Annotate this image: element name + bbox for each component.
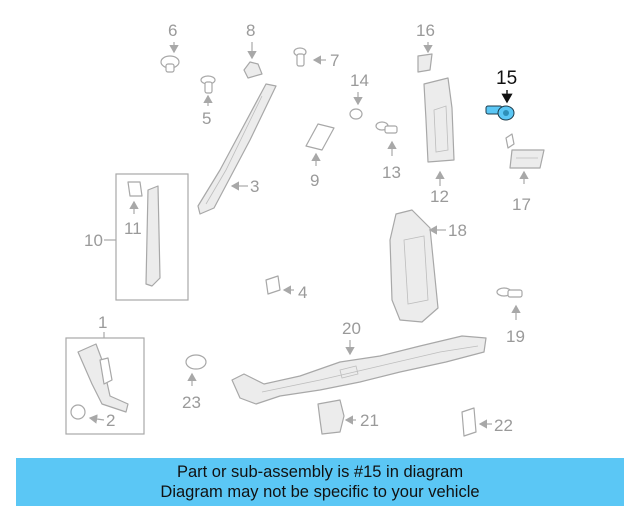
callout-11: 11: [124, 219, 142, 238]
callout-12: 12: [430, 187, 449, 206]
part-22-clip[interactable]: 22: [461, 407, 513, 437]
part-17-badge[interactable]: 17: [505, 133, 545, 214]
callout-21: 21: [360, 411, 379, 430]
callout-19: 19: [506, 327, 525, 346]
callout-16: 16: [416, 21, 435, 40]
part-12-pillar-upper[interactable]: 12: [423, 77, 455, 206]
part-1-group[interactable]: 1 2: [65, 313, 145, 435]
part-10-group[interactable]: 10 11: [84, 173, 189, 301]
callout-13: 13: [382, 163, 401, 182]
callout-8: 8: [246, 21, 255, 40]
callout-4: 4: [298, 283, 307, 302]
callout-14: 14: [350, 71, 369, 90]
part-18-pillar-lower[interactable]: 18: [389, 209, 467, 323]
part-15-screw[interactable]: 15: [485, 68, 517, 121]
part-5-screw[interactable]: 5: [200, 75, 216, 128]
part-7-screw[interactable]: 7: [293, 47, 339, 70]
part-21-clip[interactable]: 21: [317, 399, 379, 435]
callout-3: 3: [250, 177, 259, 196]
group-box-1: [65, 337, 145, 435]
part-19-screw[interactable]: 19: [496, 287, 525, 346]
callout-23: 23: [182, 393, 201, 412]
callout-9: 9: [310, 171, 319, 190]
callout-10: 10: [84, 231, 103, 250]
part-3-pillar-trim[interactable]: 3: [197, 83, 277, 215]
callout-17: 17: [512, 195, 531, 214]
part-20-sill-plate[interactable]: 20: [231, 319, 487, 405]
part-14-clip[interactable]: 14: [349, 71, 369, 120]
callout-18: 18: [448, 221, 467, 240]
part-9-bracket[interactable]: 9: [305, 123, 335, 190]
part-8-clip[interactable]: 8: [243, 21, 263, 79]
part-23-clip[interactable]: 23: [182, 354, 207, 412]
part-16-clip[interactable]: 16: [416, 21, 435, 73]
part-4-clip[interactable]: 4: [265, 275, 307, 302]
banner-line-1: Part or sub-assembly is #15 in diagram: [176, 463, 464, 481]
parts-diagram: 6 8 7 5 3 14 13: [65, 21, 545, 437]
callout-2: 2: [106, 411, 115, 430]
callout-22: 22: [494, 416, 513, 435]
callout-20: 20: [342, 319, 361, 338]
group-box-10: [115, 173, 189, 301]
part-13-screw[interactable]: 13: [375, 121, 401, 182]
banner-line-2: Diagram may not be specific to your vehi…: [160, 483, 480, 501]
callout-6: 6: [168, 21, 177, 40]
callout-1: 1: [98, 313, 107, 332]
callout-5: 5: [202, 109, 211, 128]
info-banner: Part or sub-assembly is #15 in diagram D…: [16, 458, 624, 506]
part-6-clip[interactable]: 6: [160, 21, 180, 73]
callout-7: 7: [330, 51, 339, 70]
callout-15: 15: [496, 68, 517, 89]
